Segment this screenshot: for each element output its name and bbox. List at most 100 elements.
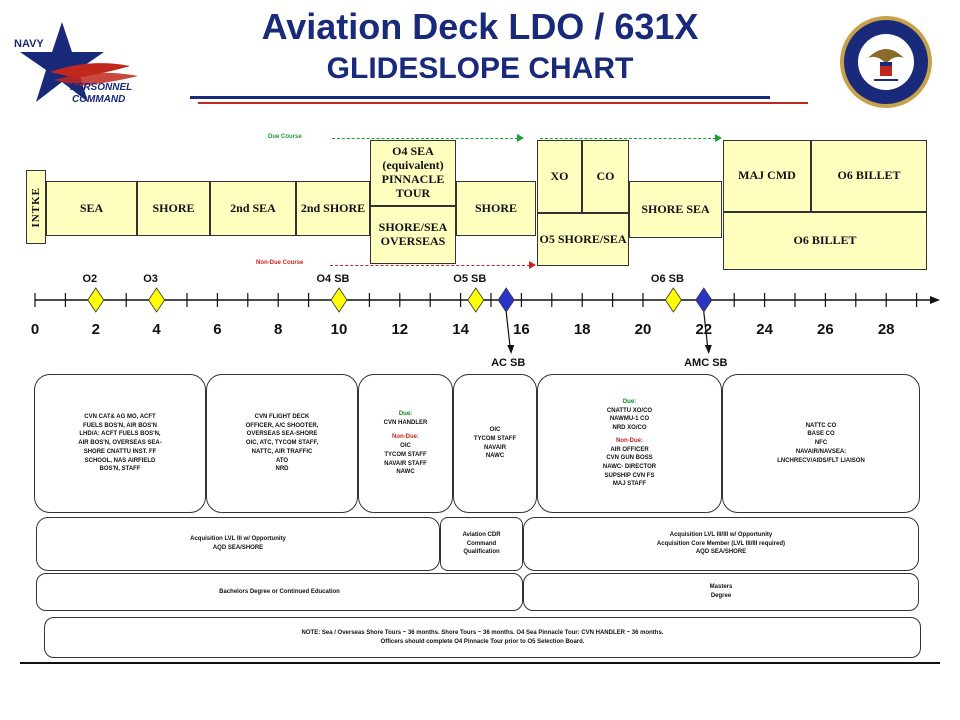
billets-box-4: OIC TYCOM STAFF NAVAIR NAWC xyxy=(453,374,537,513)
billet-text: AIR BOS'N, OVERSEAS SEA- xyxy=(78,440,162,447)
billet-text: NATTC CO xyxy=(805,422,837,429)
logo-text-navy: NAVY xyxy=(14,38,44,50)
logo-text-personnel: PERSONNEL xyxy=(70,82,133,93)
billet-text: TYCOM STAFF xyxy=(473,435,517,442)
note-text: NOTE: Sea / Overseas Shore Tours ~ 36 mo… xyxy=(301,629,664,636)
billet-text: NAWC xyxy=(396,469,415,476)
timeline-tick-label: 20 xyxy=(635,321,652,338)
timeline-tick-label: 0 xyxy=(31,321,39,338)
billet-text: CVN GUN BOSS xyxy=(606,455,653,462)
o6-billet-bottom-label: O6 BILLET xyxy=(793,233,857,248)
billet-text: MAJ STAFF xyxy=(612,481,647,488)
billet-text: NRD XO/CO xyxy=(612,425,647,432)
billets-box-5: Due: CNATTU XO/CO NAWMU-1 CO NRD XO/CO N… xyxy=(537,374,722,513)
billet-text: OIC xyxy=(489,427,501,434)
xo-label: XO xyxy=(550,168,569,183)
shore-sea-label: SHORE SEA xyxy=(641,201,710,216)
navy-seal-logo xyxy=(838,14,934,110)
timeline-tick-label: 10 xyxy=(331,321,348,338)
qualification-text: Masters xyxy=(709,584,733,591)
second-shore-tour-label: 2nd SHORE xyxy=(300,200,366,215)
timeline-marker-pointer-head xyxy=(704,345,712,354)
billet-text: SCHOOL, NAS AIRFIELD xyxy=(84,457,156,464)
o4-sea-pinnacle-label: O4 SEA (equivalent) PINNACLE TOUR xyxy=(381,144,445,200)
billet-text: NAWC xyxy=(485,453,505,460)
o5-shore-sea-box: O5 SHORE/SEA xyxy=(537,213,629,266)
qualification-text: Qualification xyxy=(463,549,500,556)
o6-billet-bottom-box: O6 BILLET xyxy=(723,212,927,270)
timeline-tick-label: 22 xyxy=(695,321,712,338)
timeline-marker-label: O3 xyxy=(143,273,158,285)
billet-text: SHORE CNATTU INST. FF xyxy=(83,448,157,455)
due-label: Due: xyxy=(398,411,413,418)
billet-text: NAVAIR STAFF xyxy=(384,460,427,467)
billet-text: LNCHRECV/AIDS/FLT LIAISON xyxy=(777,457,865,464)
timeline-tick-label: 2 xyxy=(92,321,100,338)
timeline-marker-pointer xyxy=(505,311,511,349)
billet-text: SUPSHIP CVN FS xyxy=(604,472,655,479)
timeline-tick-label: 28 xyxy=(878,321,895,338)
billets-box-3: Due: CVN HANDLER Non-Due: OIC TYCOM STAF… xyxy=(358,374,453,513)
qualification-text: Aviation CDR xyxy=(462,531,501,538)
shore-tour-label: SHORE xyxy=(152,200,195,215)
o5-shore-sea-label: O5 SHORE/SEA xyxy=(539,231,627,246)
o4-sea-pinnacle-box: O4 SEA (equivalent) PINNACLE TOUR xyxy=(370,140,456,206)
title-rule-red xyxy=(198,102,808,104)
timeline-marker-diamond xyxy=(467,287,485,313)
timeline-marker-label: AC SB xyxy=(491,357,525,368)
billet-text: OIC xyxy=(400,443,411,450)
aviation-cdr-qualification-box: Aviation CDR Command Qualification xyxy=(440,517,523,571)
timeline-marker-label: O2 xyxy=(82,273,97,285)
timeline-marker-diamond xyxy=(695,287,713,313)
billets-box-2: CVN FLIGHT DECK OFFICER, A/C SHOOTER, OV… xyxy=(206,374,358,513)
second-shore-tour-box: 2nd SHORE xyxy=(296,181,370,236)
shore-tour-2-label: SHORE xyxy=(474,200,517,215)
timeline-marker-diamond xyxy=(497,287,515,313)
timeline-marker-label: O5 SB xyxy=(453,273,486,285)
billet-text: CVN HANDLER xyxy=(383,419,428,426)
timeline-marker-label: AMC SB xyxy=(684,357,727,368)
billet-text: OVERSEAS SEA-SHORE xyxy=(246,431,318,438)
timeline-marker-diamond xyxy=(87,287,105,313)
acquisition-right-box: Acquisition LVL III/III w/ Opportunity A… xyxy=(523,517,919,571)
timeline-marker-label: O6 SB xyxy=(651,273,684,285)
shore-tour-2-box: SHORE xyxy=(456,181,536,236)
o6-billet-top-label: O6 BILLET xyxy=(837,168,901,183)
billets-box-6: NATTC CO BASE CO NFC NAVAIR/NAVSEA: LNCH… xyxy=(722,374,920,513)
shore-sea-overseas-label: SHORE/SEA OVERSEAS xyxy=(378,220,448,248)
timeline-tick-label: 6 xyxy=(213,321,221,338)
billet-text: NRD xyxy=(275,466,289,473)
second-sea-tour-label: 2nd SEA xyxy=(230,200,276,215)
billet-text: BOS'N, STAFF xyxy=(99,466,141,473)
timeline-marker-diamond xyxy=(664,287,682,313)
non-due-label: Non-Due: xyxy=(392,434,419,441)
timeline-marker-diamond xyxy=(330,287,348,313)
timeline-tick-label: 24 xyxy=(756,321,773,338)
billet-text: NATTC, AIR TRAFFIC xyxy=(251,448,313,455)
non-due-course-arrow xyxy=(330,265,530,266)
star-logo-icon xyxy=(20,22,138,102)
billet-text: BASE CO xyxy=(807,431,835,438)
billet-text: NAWMU-1 CO xyxy=(609,416,650,423)
timeline-tick-label: 8 xyxy=(274,321,282,338)
billet-text: NAVAIR xyxy=(483,444,507,451)
shore-sea-box: SHORE SEA xyxy=(629,181,722,238)
timeline-tick-label: 16 xyxy=(513,321,530,338)
non-due-label: Non-Due: xyxy=(616,437,643,444)
seal-icon xyxy=(840,16,932,108)
timeline-tick-label: 14 xyxy=(452,321,469,338)
qualification-text: Bachelors Degree or Continued Education xyxy=(219,588,340,595)
bachelors-degree-box: Bachelors Degree or Continued Education xyxy=(36,573,523,611)
xo-box: XO xyxy=(537,140,582,213)
due-course-arrow-left xyxy=(332,138,518,139)
timeline-marker-label: O4 SB xyxy=(316,273,349,285)
non-due-course-label: Non-Due Course xyxy=(256,260,304,266)
navy-personnel-command-logo: NAVY PERSONNEL COMMAND xyxy=(10,18,160,110)
qualification-text: Acquisition Core Member (LVL III/III req… xyxy=(656,540,786,547)
timeline-arrowhead xyxy=(930,296,940,304)
timeline-marker-diamond xyxy=(148,287,166,313)
timeline-marker-pointer xyxy=(703,311,709,349)
timeline-tick-label: 26 xyxy=(817,321,834,338)
